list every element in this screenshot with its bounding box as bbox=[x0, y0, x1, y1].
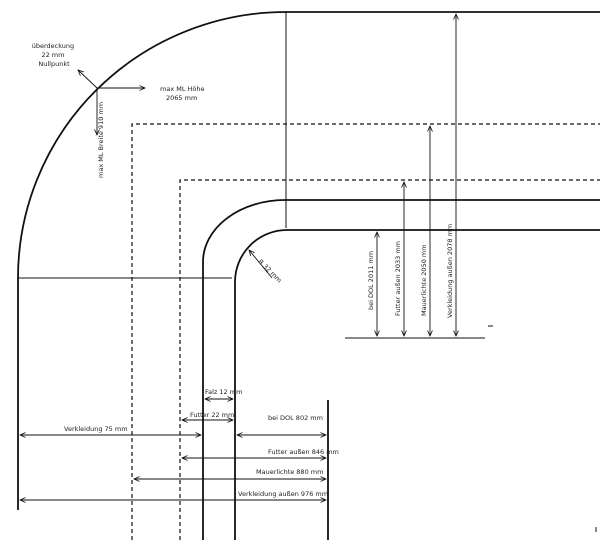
bei-dol-width-label: bei DOL 802 mm bbox=[268, 414, 323, 422]
mauerlichte-outline bbox=[131, 123, 600, 540]
max-ml-height-label: max ML Höhe 2065 mm bbox=[160, 85, 207, 102]
frame-outer-curve bbox=[202, 199, 600, 540]
nullpoint-label: überdeckung 22 mm Nullpunkt bbox=[32, 42, 77, 68]
verkleidung-aussen-width-label: Verkleidung außen 976 mm bbox=[238, 490, 328, 498]
max-ml-width-label: max ML Breite 910 mm bbox=[97, 102, 105, 178]
bei-dol-height-label: bei DOL 2011 mm bbox=[367, 251, 375, 310]
radius-arrow bbox=[249, 250, 273, 279]
nullpoint-arrow-up bbox=[78, 70, 98, 89]
verkleidung-aussen-height-label: Verkleidung außen 2078 mm bbox=[446, 224, 454, 318]
falz-label: Falz 12 mm bbox=[205, 388, 242, 396]
frame-inner-curve bbox=[234, 229, 600, 540]
verkleidung-label: Verkleidung 75 mm bbox=[64, 425, 128, 433]
mauerlichte-width-label: Mauerlichte 880 mm bbox=[256, 468, 323, 476]
radius-label: R 32 mm bbox=[257, 258, 284, 285]
futter-label: Futter 22 mm bbox=[190, 411, 234, 419]
futter-outline bbox=[179, 179, 600, 540]
futter-aussen-height-label: Futter außen 2033 mm bbox=[394, 241, 402, 316]
futter-aussen-width-label: Futter außen 846 mm bbox=[268, 448, 339, 456]
mauerlichte-height-label: Mauerlichte 2050 mm bbox=[420, 244, 428, 316]
